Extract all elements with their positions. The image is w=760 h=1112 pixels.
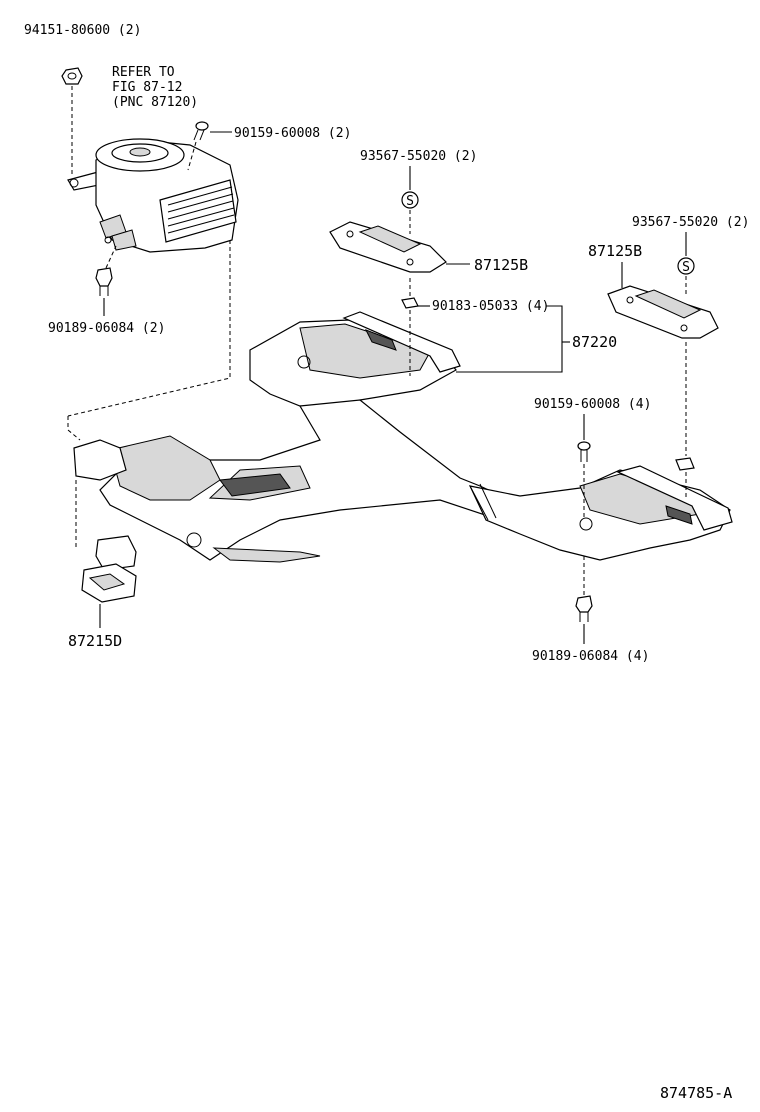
bolt-icon: [95, 267, 113, 296]
label-refer-line2: FIG 87-12: [112, 80, 182, 95]
clip-symbol-right: S: [682, 260, 690, 275]
label-screw-top: 90159-60008 (2): [234, 126, 351, 141]
label-refer-line3: (PNC 87120): [112, 95, 198, 110]
label-pad-right: 87125B: [588, 242, 642, 260]
bolt-right-icon: [575, 595, 593, 622]
label-duct-joint: 87215D: [68, 632, 122, 650]
label-bolt-right: 90189-06084 (4): [532, 649, 649, 664]
blower-unit-illustration: [67, 138, 239, 253]
pad-right-illustration: [607, 285, 719, 339]
screw-right-icon: [577, 441, 591, 462]
label-bolt-left: 90189-06084 (2): [48, 321, 165, 336]
label-pad-center: 87125B: [474, 256, 528, 274]
label-nut-top: 94151-80600 (2): [24, 23, 141, 38]
label-clip-right: 93567-55020 (2): [632, 215, 749, 230]
label-screw-right: 90159-60008 (4): [534, 397, 651, 412]
clip-symbol-center: S: [406, 194, 414, 209]
grille-lines: [167, 186, 235, 234]
label-refer-line1: REFER TO: [112, 65, 175, 80]
screw-icon: [193, 121, 209, 141]
clip-right-icon: S: [677, 257, 695, 275]
nut-right-icon: [675, 457, 695, 471]
main-duct-illustration: [73, 311, 733, 563]
duct-joint-illustration: [81, 535, 137, 603]
label-nut-center: 90183-05033 (4): [432, 299, 549, 314]
figure-id: 874785-A: [660, 1084, 732, 1102]
pad-center-illustration: [329, 221, 447, 273]
label-duct-main: 87220: [572, 333, 617, 351]
clip-icon: S: [401, 191, 419, 209]
nut-icon: [61, 67, 83, 85]
label-clip-center: 93567-55020 (2): [360, 149, 477, 164]
nut-center-icon: [401, 297, 419, 309]
